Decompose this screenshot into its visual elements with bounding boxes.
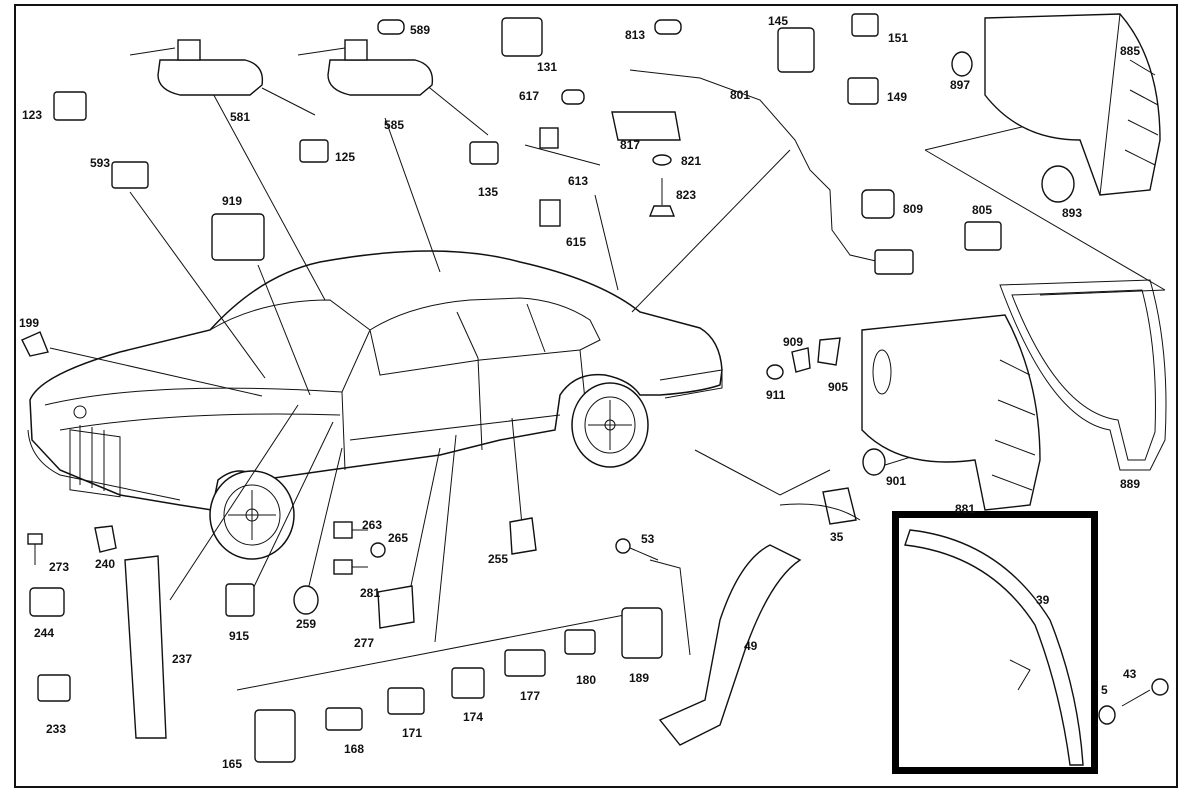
callout-915: 915 [229, 629, 250, 643]
callout-593: 593 [90, 156, 111, 170]
callout-617: 617 [519, 89, 540, 103]
callout-893: 893 [1062, 206, 1083, 220]
callout-165: 165 [222, 757, 243, 771]
callout-123: 123 [22, 108, 43, 122]
callout-5: 5 [1101, 683, 1108, 697]
rear-wheel [571, 382, 649, 468]
callout-237: 237 [172, 652, 193, 666]
callout-53: 53 [641, 532, 655, 546]
callout-43: 43 [1123, 667, 1137, 681]
car-illustration [27, 250, 723, 560]
callout-919: 919 [222, 194, 243, 208]
callout-881: 881 [955, 502, 976, 516]
callout-255: 255 [488, 552, 509, 566]
callout-889: 889 [1120, 477, 1141, 491]
callout-177: 177 [520, 689, 541, 703]
highlight-box [892, 511, 1098, 774]
callout-911: 911 [766, 388, 786, 402]
callout-589: 589 [410, 23, 431, 37]
diagram-frame [14, 4, 1178, 788]
callout-174: 174 [463, 710, 484, 724]
callout-277: 277 [354, 636, 375, 650]
callout-233: 233 [46, 722, 67, 736]
callout-168: 168 [344, 742, 365, 756]
callout-265: 265 [388, 531, 409, 545]
callout-145: 145 [768, 14, 789, 28]
callout-897: 897 [950, 78, 971, 92]
callout-199: 199 [19, 316, 40, 330]
callout-581: 581 [230, 110, 251, 124]
small-parts [21, 13, 1169, 763]
callout-131: 131 [537, 60, 558, 74]
callout-805: 805 [972, 203, 993, 217]
callout-49: 49 [744, 639, 758, 653]
callout-35: 35 [830, 530, 844, 544]
callout-585: 585 [384, 118, 405, 132]
callout-905: 905 [828, 380, 849, 394]
callout-281: 281 [360, 586, 381, 600]
callout-901: 901 [886, 474, 907, 488]
callout-909: 909 [783, 335, 804, 349]
callout-151: 151 [888, 31, 909, 45]
callout-817: 817 [620, 138, 641, 152]
callout-823: 823 [676, 188, 697, 202]
callout-263: 263 [362, 518, 383, 532]
callout-273: 273 [49, 560, 70, 574]
callout-125: 125 [335, 150, 356, 164]
callout-885: 885 [1120, 44, 1141, 58]
callout-801: 801 [730, 88, 751, 102]
callout-244: 244 [34, 626, 55, 640]
callout-259: 259 [296, 617, 317, 631]
leader-lines [49, 79, 1166, 691]
large-parts [658, 13, 1167, 766]
callout-189: 189 [629, 671, 650, 685]
callout-39: 39 [1036, 593, 1050, 607]
callout-613: 613 [568, 174, 589, 188]
callout-240: 240 [95, 557, 116, 571]
callout-180: 180 [576, 673, 597, 687]
callout-809: 809 [903, 202, 924, 216]
callout-149: 149 [887, 90, 908, 104]
callout-171: 171 [402, 726, 423, 740]
callout-821: 821 [681, 154, 702, 168]
callout-813: 813 [625, 28, 646, 42]
callout-135: 135 [478, 185, 499, 199]
callout-615: 615 [566, 235, 587, 249]
front-wheel [209, 470, 295, 560]
